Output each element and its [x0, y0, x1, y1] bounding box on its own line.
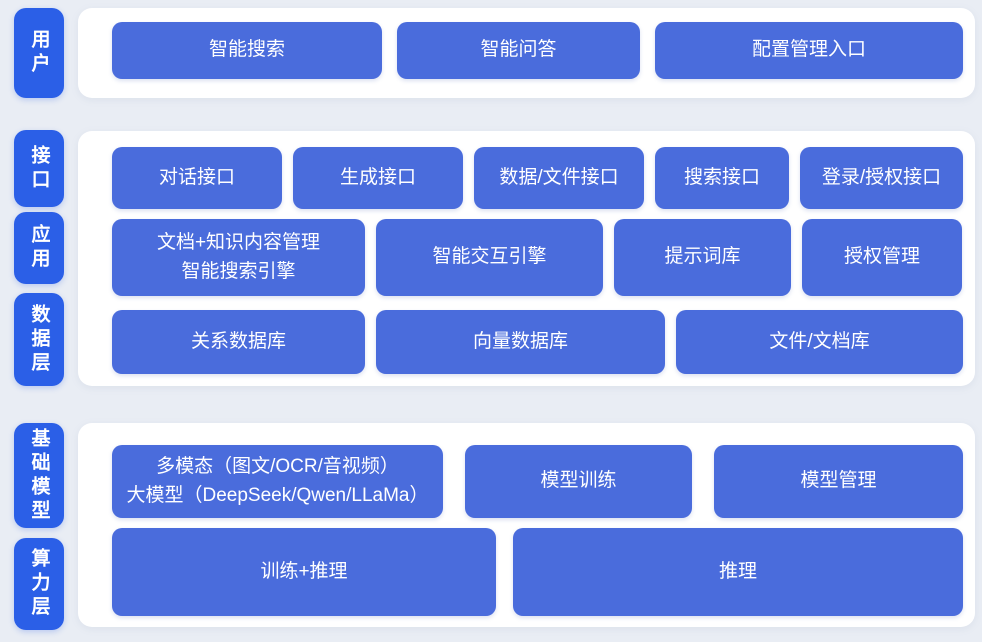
layer-label-user-text: 用户 [28, 29, 50, 77]
layer-label-foundation-model: 基础模型 [14, 423, 64, 528]
block-data-file-api: 数据/文件接口 [474, 147, 644, 209]
block-multimodal-llm: 多模态（图文/OCR/音视频） 大模型（DeepSeek/Qwen/LLaMa） [112, 445, 443, 518]
block-relational-db: 关系数据库 [112, 310, 365, 374]
block-config-entry: 配置管理入口 [655, 22, 963, 79]
layer-label-user: 用户 [14, 8, 64, 98]
row-foundation-model: 多模态（图文/OCR/音视频） 大模型（DeepSeek/Qwen/LLaMa）… [112, 445, 963, 518]
layer-label-compute-text: 算力层 [28, 548, 50, 620]
block-auth-mgmt: 授权管理 [802, 219, 962, 296]
block-doc-knowledge-mgmt: 文档+知识内容管理 智能搜索引擎 [112, 219, 365, 296]
block-interactive-engine: 智能交互引擎 [376, 219, 603, 296]
row-user: 智能搜索 智能问答 配置管理入口 [112, 22, 963, 79]
block-generation-api: 生成接口 [293, 147, 463, 209]
block-train-infer: 训练+推理 [112, 528, 496, 616]
block-model-training: 模型训练 [465, 445, 692, 518]
block-prompt-library: 提示词库 [614, 219, 791, 296]
block-vector-db: 向量数据库 [376, 310, 665, 374]
layer-label-interface: 接口 [14, 130, 64, 207]
row-data: 关系数据库 向量数据库 文件/文档库 [112, 310, 963, 374]
layer-label-interface-text: 接口 [28, 144, 50, 193]
row-compute: 训练+推理 推理 [112, 528, 963, 616]
layer-label-foundation-model-text: 基础模型 [28, 427, 50, 524]
block-file-doc-store: 文件/文档库 [676, 310, 963, 374]
row-application: 文档+知识内容管理 智能搜索引擎 智能交互引擎 提示词库 授权管理 [112, 219, 963, 296]
layer-label-application: 应用 [14, 212, 64, 284]
block-dialog-api: 对话接口 [112, 147, 282, 209]
layer-label-compute: 算力层 [14, 538, 64, 630]
block-smart-qa: 智能问答 [397, 22, 640, 79]
layer-label-data-text: 数据层 [28, 303, 50, 376]
block-login-auth-api: 登录/授权接口 [800, 147, 963, 209]
block-search-api: 搜索接口 [655, 147, 789, 209]
layer-label-application-text: 应用 [28, 224, 50, 272]
block-model-mgmt: 模型管理 [714, 445, 963, 518]
block-inference: 推理 [513, 528, 963, 616]
row-interface: 对话接口 生成接口 数据/文件接口 搜索接口 登录/授权接口 [112, 147, 963, 209]
block-smart-search: 智能搜索 [112, 22, 382, 79]
layer-label-data: 数据层 [14, 293, 64, 386]
